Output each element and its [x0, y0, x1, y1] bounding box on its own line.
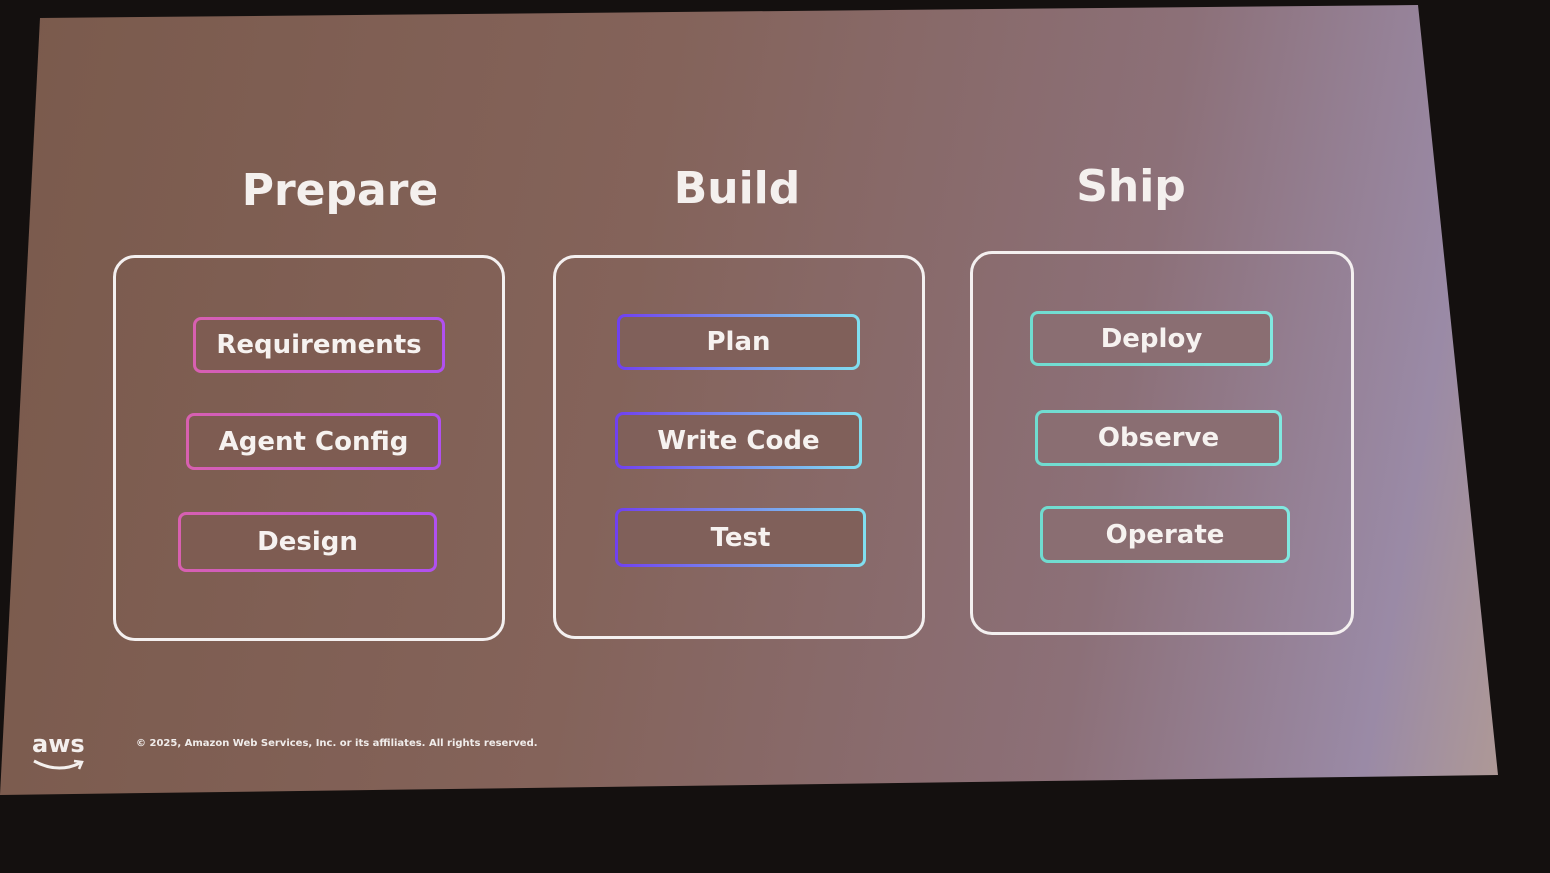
aws-logo: aws — [32, 730, 85, 770]
column-title-build: Build — [673, 163, 801, 214]
aws-smile-icon — [33, 759, 84, 770]
step-plan: Plan — [617, 314, 860, 370]
panel-prepare — [113, 255, 505, 641]
step-operate: Operate — [1040, 506, 1290, 563]
step-observe: Observe — [1035, 410, 1282, 466]
column-title-prepare: Prepare — [241, 165, 439, 216]
step-test: Test — [615, 508, 866, 567]
step-write-code: Write Code — [615, 412, 862, 469]
copyright-text: © 2025, Amazon Web Services, Inc. or its… — [136, 738, 538, 749]
column-title-ship: Ship — [1076, 161, 1186, 212]
panel-ship — [970, 251, 1354, 635]
step-requirements: Requirements — [193, 317, 445, 373]
step-deploy: Deploy — [1030, 311, 1273, 366]
step-agent-config: Agent Config — [186, 413, 441, 470]
step-design: Design — [178, 512, 437, 572]
aws-logo-text: aws — [32, 730, 85, 758]
panel-build — [553, 255, 925, 639]
